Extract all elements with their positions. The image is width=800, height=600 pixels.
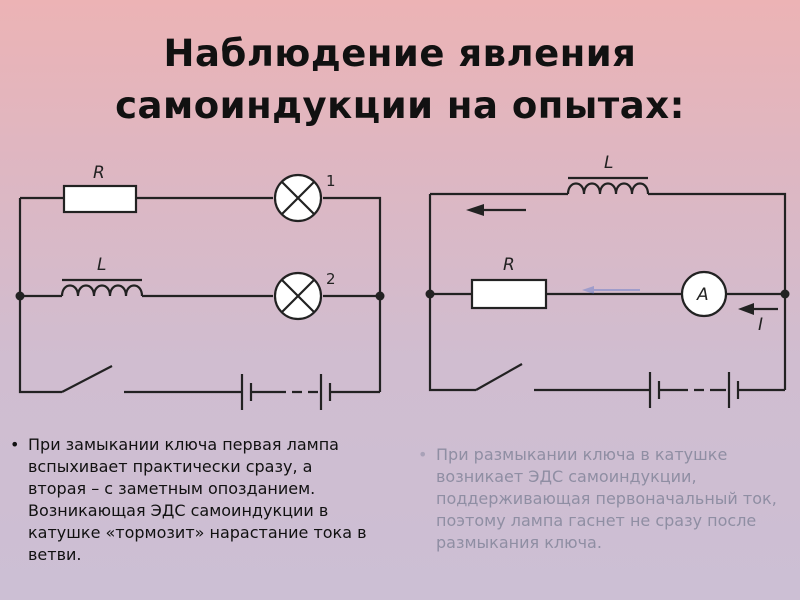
right-junction-left [425,289,435,299]
right-resistor [470,278,548,310]
left-circuit: R 1 2 L [15,163,385,410]
bullet-left-marker: • [10,435,20,454]
right-inductor [566,182,650,195]
left-lamp-2-label: 2 [326,270,336,288]
bullet-right-text: При размыкании ключа в катушке возникает… [436,445,777,552]
right-wire-left-side [428,194,476,392]
left-inductor-label: L [97,255,106,275]
left-resistor-label: R [93,163,105,183]
right-current-label: I [758,315,763,335]
right-battery [648,372,740,408]
left-switch [61,365,113,393]
left-lamp-1 [273,173,323,223]
right-inductor-label: L [604,153,613,173]
bullet-right-marker: • [418,445,428,464]
left-battery [240,374,332,410]
left-junction-right [375,291,385,301]
bullet-right: • При размыкании ключа в катушке возника… [418,444,786,554]
right-switch [475,363,523,391]
left-junction-left [15,291,25,301]
title-line-2: самоиндукции на опытах: [115,84,685,127]
left-lamp-2 [273,271,323,321]
title-line-1: Наблюдение явления [163,32,637,75]
bullet-left: • При замыкании ключа первая лампа вспых… [10,434,373,566]
right-circuit: L R A I [425,153,790,408]
left-inductor [60,284,144,297]
left-wire-top [20,196,382,392]
right-current-arrow-i [738,303,778,315]
right-current-arrow-top [466,204,526,216]
right-ammeter-label: A [696,285,709,305]
bullet-left-text: При замыкании ключа первая лампа вспыхив… [28,435,367,564]
right-wire-top [430,192,787,390]
right-ammeter [680,270,728,318]
left-lamp-1-label: 1 [326,172,336,190]
right-junction-right [780,289,790,299]
left-wire-left-side [18,198,62,394]
page-title: Наблюдение явления самоиндукции на опыта… [0,28,800,132]
right-faint-arrow [582,286,640,294]
right-resistor-label: R [503,255,515,275]
left-resistor [62,184,138,214]
